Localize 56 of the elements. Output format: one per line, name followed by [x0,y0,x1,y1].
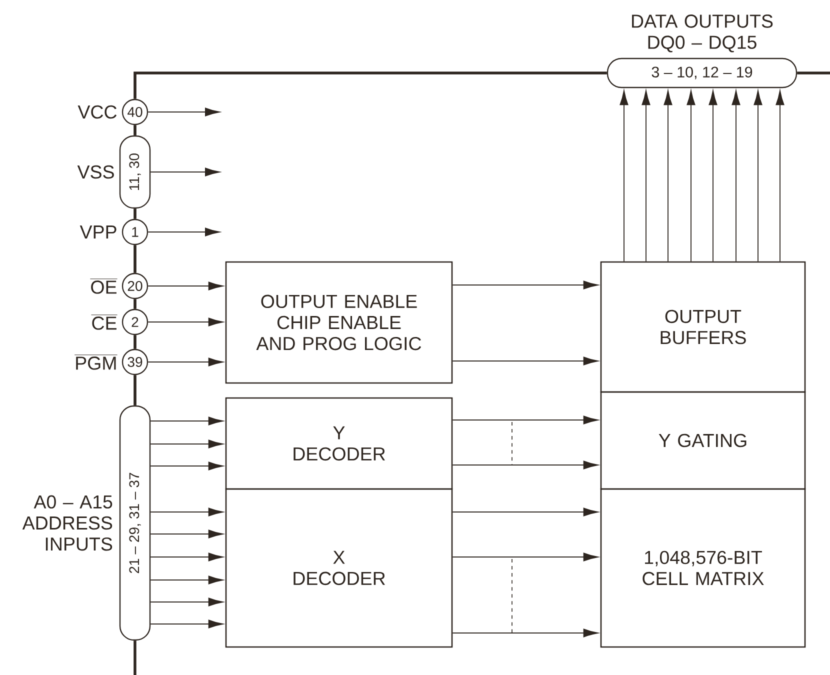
bus-line [134,208,136,219]
bus-line [797,72,830,74]
arrow [148,358,224,366]
arrow [642,90,650,262]
arrow [620,90,628,262]
arrow [776,90,784,262]
block-box: Y GATING [600,391,806,490]
bus-line [134,375,136,406]
bus-line [134,125,136,136]
arrow [148,108,220,116]
pin-label: A0 – A15 ADDRESS INPUTS [22,495,112,551]
bus-label: DATA OUTPUTS DQ0 – DQ15 [632,14,773,52]
pin-label: VSS [77,165,114,179]
block-box: Y DECODER [225,397,453,490]
arrow [452,508,598,516]
bus-line [134,72,607,99]
arrow [452,628,598,638]
arrow [148,228,220,236]
arrow [732,90,740,262]
block-box: 1,048,576-BIT CELL MATRIX [600,488,806,648]
arrow [708,90,718,262]
arrow [148,282,224,290]
block-box: OUTPUT ENABLE CHIP ENABLE AND PROG LOGIC [225,261,453,384]
arrow [452,416,598,424]
pin-pill: 21 – 29, 31 – 37 [119,405,151,641]
bus-line [134,299,136,309]
pin-pill: 3 – 10, 12 – 19 [606,58,798,88]
arrow [150,462,224,470]
arrow [452,460,598,470]
pin-label: VCC [78,105,117,119]
arrow [686,90,696,262]
arrow [150,168,220,176]
arrow [150,416,224,426]
arrow [150,508,224,516]
arrow [150,440,224,448]
pin-label: OE [90,278,118,294]
arrow [150,598,224,606]
block-box: X DECODER [225,488,453,648]
arrow [452,280,598,290]
arrow [452,356,598,366]
arrow [664,90,672,262]
arrow [150,552,224,562]
arrow [754,90,762,262]
bus-line [134,335,136,349]
pin-pill: 11, 30 [119,135,151,209]
bus-line [134,640,136,675]
arrow [150,530,224,538]
pin-label: VPP [80,226,116,238]
arrow [148,318,224,326]
arrow [150,620,224,628]
arrow [150,576,224,584]
arrow [452,552,598,562]
block-box: OUTPUT BUFFERS [600,261,806,393]
bus-line [134,245,136,273]
pin-label: PGM [74,354,118,370]
pin-label: CE [91,314,118,330]
